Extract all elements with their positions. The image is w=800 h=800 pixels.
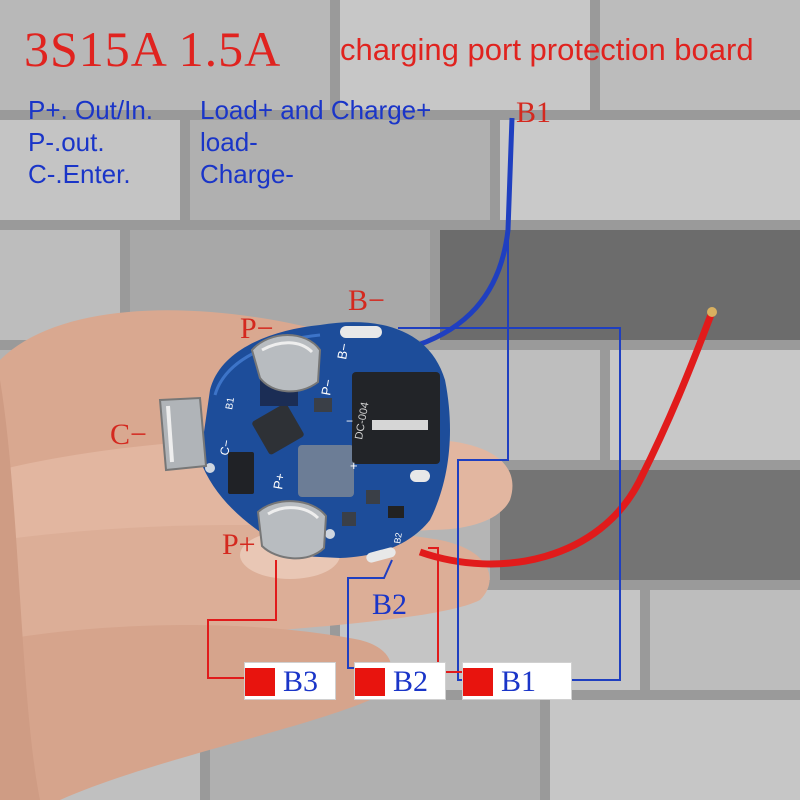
cell-label: B3 [283, 665, 319, 698]
silk-p-plus: P+ [270, 472, 288, 491]
cell-label: B2 [393, 665, 429, 698]
blue-balance-wire [417, 117, 515, 348]
board-subtitle: charging port protection board [340, 32, 754, 67]
legend-meaning: Load+ and Charge+ [200, 95, 432, 125]
legend-meaning-2: load- [200, 127, 258, 158]
silk-conn-plus: + [350, 458, 358, 473]
terminal-p-minus [250, 334, 322, 393]
legend-row-1: P+. Out/In. [28, 95, 153, 126]
legend-meaning: load- [200, 127, 258, 157]
label-p-minus: P− [240, 312, 274, 345]
cell-terminal [245, 668, 275, 696]
terminal-p-plus [256, 500, 328, 560]
cell-terminal [463, 668, 493, 696]
label-p-plus: P+ [222, 528, 256, 561]
label-b1-wire: B1 [516, 96, 552, 129]
silk-c-minus: C− [217, 439, 234, 457]
cell-b2: B2 [354, 662, 446, 700]
cell-terminal [355, 668, 385, 696]
label-c-minus: C− [110, 418, 147, 451]
cell-label: B1 [501, 665, 537, 698]
legend-meaning-1: Load+ and Charge+ [200, 95, 431, 126]
silk-b2: B2 [392, 532, 404, 545]
silk-b-minus: B− [334, 342, 352, 361]
cell-b3: B3 [244, 662, 336, 700]
terminal-c-minus [158, 396, 208, 472]
wire-tip-red [707, 307, 717, 317]
model-title: 3S15A 1.5A [24, 21, 282, 77]
legend-pin: P-.out. [28, 127, 105, 157]
cell-b1: B1 [462, 662, 572, 700]
label-b-minus: B− [348, 284, 385, 317]
silk-conn-minus: − [346, 414, 353, 428]
legend-pin: P+. Out/In. [28, 95, 154, 125]
legend-pin: C-.Enter. [28, 159, 131, 189]
legend-row-3: C-.Enter. [28, 159, 131, 190]
schematic-red-lines [207, 547, 462, 679]
legend-row-2: P-.out. [28, 127, 105, 158]
legend-meaning-3: Charge- [200, 159, 294, 190]
legend-meaning: Charge- [200, 159, 294, 189]
red-balance-wire [418, 310, 716, 568]
silk-p-minus: P− [318, 378, 336, 397]
silk-b1: B1 [224, 396, 237, 410]
label-b2-wire: B2 [372, 588, 408, 621]
